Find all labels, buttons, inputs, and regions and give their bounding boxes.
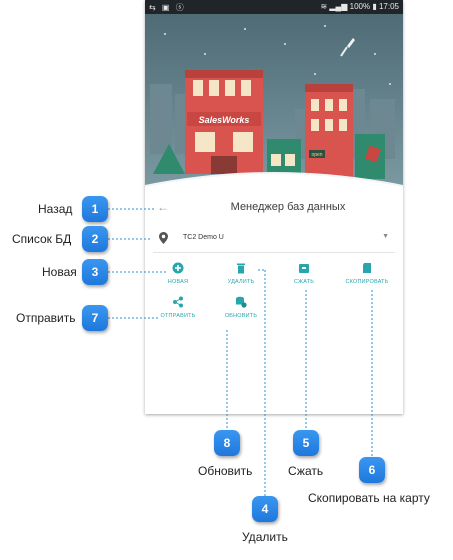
wifi-icon: ≋ xyxy=(320,2,328,11)
signal-icon: ▂▄▆ xyxy=(329,2,348,11)
callout-label-delete: Удалить xyxy=(242,530,288,544)
battery-icon: ▮ xyxy=(372,2,377,11)
sd-card-icon xyxy=(363,263,371,273)
delete-button[interactable]: УДАЛИТЬ xyxy=(211,262,271,285)
rocket-icon xyxy=(340,38,355,57)
chevron-down-icon: ▼ xyxy=(382,233,389,240)
compress-label: СЖАТЬ xyxy=(293,279,315,285)
trash-icon xyxy=(237,263,245,274)
delete-label: УДАЛИТЬ xyxy=(227,279,255,285)
callout-label-new: Новая xyxy=(42,265,77,279)
location-pin-icon xyxy=(159,232,168,244)
compress-button[interactable]: СЖАТЬ xyxy=(274,262,334,285)
copy-label: СКОПИРОВАТЬ xyxy=(345,279,389,285)
db-refresh-icon xyxy=(236,296,247,308)
clock: 17:05 xyxy=(378,2,399,11)
status-bar: ⇆ ▣ ⓢ ≋ ▂▄▆ 100% ▮ 17:05 xyxy=(145,0,403,14)
svg-text:open: open xyxy=(311,152,322,158)
share-icon xyxy=(173,296,183,308)
send-button[interactable]: ОТПРАВИТЬ xyxy=(148,296,208,319)
status-right: ≋ ▂▄▆ 100% ▮ 17:05 xyxy=(320,2,399,11)
refresh-label: ОБНОВИТЬ xyxy=(224,313,258,319)
callout-label-back: Назад xyxy=(38,202,73,216)
battery-text: 100% xyxy=(349,2,371,11)
plus-circle-icon xyxy=(172,262,184,274)
callout-badge-4: 4 xyxy=(252,496,278,522)
database-name: TC2 Demo U xyxy=(183,234,224,241)
callout-label-db-list: Список БД xyxy=(12,232,72,246)
database-selector[interactable]: TC2 Demo U ▼ xyxy=(153,226,395,253)
callout-label-copy: Скопировать на карту xyxy=(308,491,430,505)
callout-label-compress: Сжать xyxy=(288,464,324,478)
page-title: Менеджер баз данных xyxy=(230,201,346,213)
callout-badge-3: 3 xyxy=(82,259,108,285)
callout-badge-8: 8 xyxy=(214,430,240,456)
callout-badge-7: 7 xyxy=(82,305,108,331)
callout-label-send: Отправить xyxy=(16,311,76,325)
send-label: ОТПРАВИТЬ xyxy=(160,313,196,319)
back-arrow-icon[interactable]: ← xyxy=(157,200,169,214)
phone-screen: ⇆ ▣ ⓢ ≋ ▂▄▆ 100% ▮ 17:05 xyxy=(145,0,403,414)
status-icons: ⇆ ▣ ⓢ xyxy=(149,3,186,12)
header-illustration: SalesWorks open xyxy=(145,14,403,192)
new-button[interactable]: НОВАЯ xyxy=(148,262,208,285)
svg-text:SalesWorks: SalesWorks xyxy=(199,115,250,125)
callout-badge-1: 1 xyxy=(82,196,108,222)
callout-badge-5: 5 xyxy=(293,430,319,456)
callout-label-refresh: Обновить xyxy=(198,464,253,478)
refresh-button[interactable]: ОБНОВИТЬ xyxy=(211,296,271,319)
app-bar: ← Менеджер баз данных xyxy=(145,190,403,226)
callout-badge-6: 6 xyxy=(359,457,385,483)
copy-button[interactable]: СКОПИРОВАТЬ xyxy=(337,262,397,285)
new-label: НОВАЯ xyxy=(167,279,189,285)
callout-badge-2: 2 xyxy=(82,226,108,252)
compress-icon xyxy=(299,264,309,273)
